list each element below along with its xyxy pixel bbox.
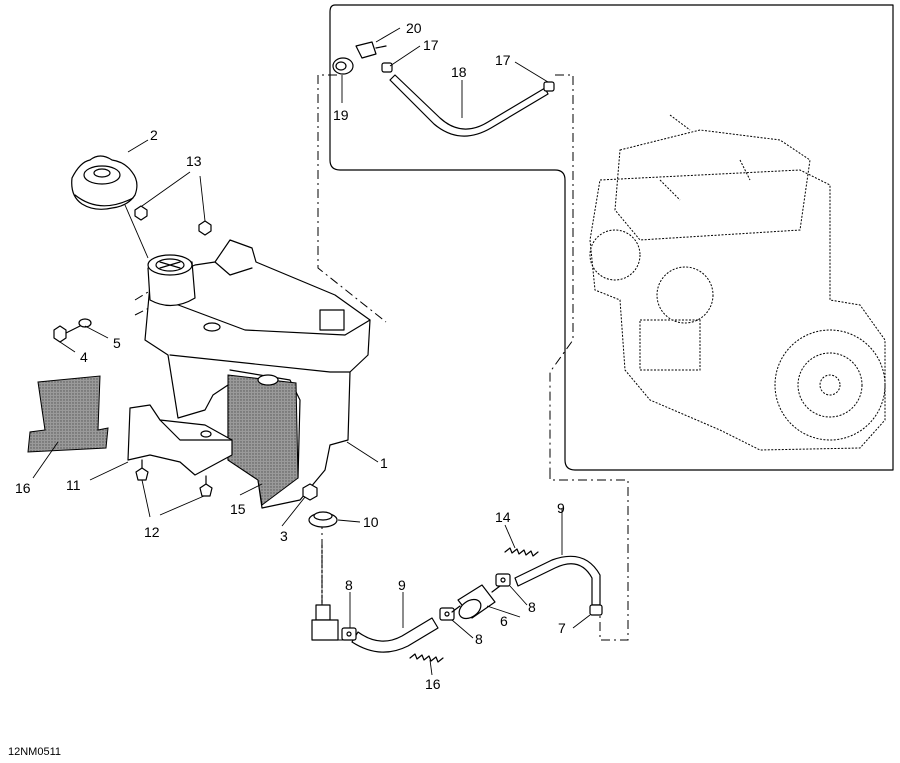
fuel-cap: [71, 155, 138, 210]
tank-insulation-pad: [227, 374, 299, 506]
washer-5: [78, 318, 92, 328]
callout-2: 2: [150, 127, 158, 143]
vent-hose-18: [389, 74, 549, 137]
fuel-filter-6: [451, 584, 501, 620]
engine-outline: [589, 114, 886, 451]
nut-13-left: [134, 205, 148, 221]
callout-9b: 9: [557, 500, 565, 516]
bracket-11: [127, 404, 233, 476]
heat-shield-16-left: [27, 375, 109, 453]
clamp-8-a: [341, 627, 357, 641]
callout-18: 18: [451, 64, 467, 80]
callout-11: 11: [66, 477, 81, 493]
spring-14: [504, 547, 539, 557]
callout-3: 3: [280, 528, 288, 544]
clamp-8-c: [495, 573, 511, 587]
callout-7: 7: [558, 620, 566, 636]
callout-13: 13: [186, 153, 202, 169]
callout-8b: 8: [475, 631, 483, 647]
elbow-fitting-20: [355, 41, 387, 59]
callout-9a: 9: [398, 577, 406, 593]
nut-13-right: [198, 220, 212, 236]
callout-5: 5: [113, 335, 121, 351]
callout-4: 4: [80, 349, 88, 365]
inset-frame: [329, 4, 894, 471]
callout-14: 14: [495, 509, 511, 525]
routing-line-tank-to-inset: [317, 74, 387, 323]
screw-12-left: [135, 459, 149, 481]
fuel-hose-9-upper: [514, 555, 601, 606]
document-reference: 12NM0511: [8, 746, 61, 758]
clamp-17-left: [381, 62, 393, 73]
fuel-tank: [144, 239, 371, 509]
callout-8a: 8: [345, 577, 353, 593]
callout-8c: 8: [528, 599, 536, 615]
filler-neck: [147, 254, 196, 307]
clamp-17-right: [543, 81, 555, 92]
callout-15: 15: [230, 501, 246, 517]
callout-19: 19: [333, 107, 349, 123]
callout-1: 1: [380, 455, 388, 471]
routing-line-engine: [549, 74, 574, 470]
bolt-4: [53, 325, 81, 343]
callout-20: 20: [406, 20, 422, 36]
nut-3: [302, 483, 318, 501]
spring-16-lower: [409, 653, 444, 663]
check-valve-19: [332, 57, 354, 75]
routing-line-return: [549, 470, 629, 641]
clamp-8-b: [439, 607, 455, 621]
grommet-10: [308, 511, 338, 528]
outlet-fitting: [311, 544, 339, 641]
callout-17a: 17: [423, 37, 439, 53]
callout-12: 12: [144, 524, 160, 540]
callout-16a: 16: [15, 480, 31, 496]
callout-17b: 17: [495, 52, 511, 68]
fuel-hose-9-lower: [351, 617, 439, 653]
screw-12-right: [199, 475, 213, 497]
callout-6: 6: [500, 613, 508, 629]
callout-16b: 16: [425, 676, 441, 692]
clamp-7: [589, 604, 603, 616]
callout-10: 10: [363, 514, 379, 530]
